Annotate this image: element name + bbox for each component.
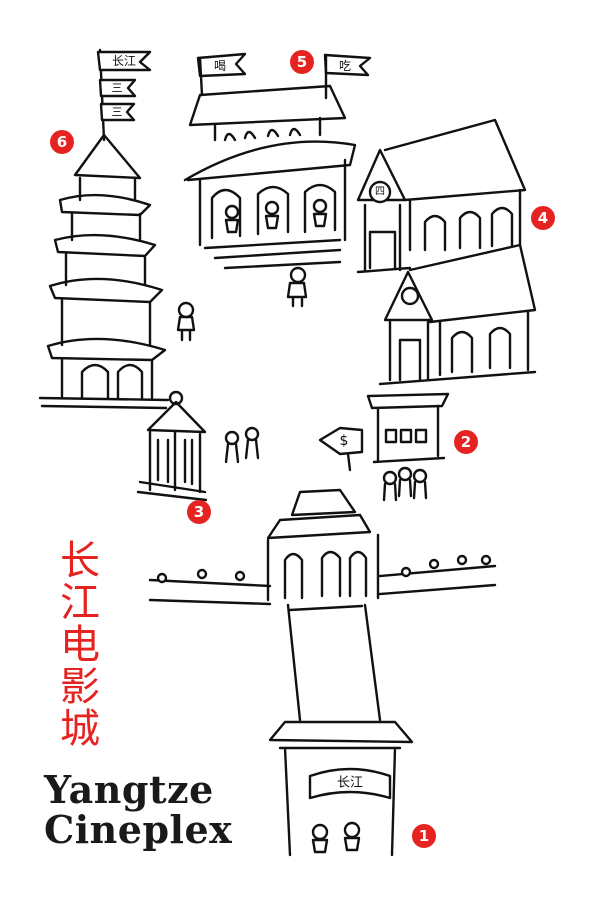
marker-6[interactable]: 6 xyxy=(50,130,74,154)
marker-3-label: 3 xyxy=(194,503,204,521)
pagoda-flag-low-text: 三 xyxy=(112,106,123,119)
marker-2-label: 2 xyxy=(461,433,471,451)
gate-sign-text: 长江 xyxy=(337,776,363,791)
gate-archway-drawing: 长江 xyxy=(268,720,414,857)
pavilion-drawing xyxy=(136,390,260,502)
cinema-halls-drawing: 四 xyxy=(356,118,537,386)
drink-flag-text: 喝 xyxy=(214,59,226,73)
marker-6-label: 6 xyxy=(57,133,67,151)
visitor-figure xyxy=(286,266,308,308)
eat-flag-text: 吃 xyxy=(339,59,351,73)
english-title-line2: Cineplex xyxy=(44,807,233,852)
marker-1[interactable]: 1 xyxy=(412,824,436,848)
marker-5-label: 5 xyxy=(297,53,307,71)
chinese-title-char: 影 xyxy=(60,664,100,710)
pagoda-drawing: 长江 三 三 xyxy=(38,48,170,410)
marker-2[interactable]: 2 xyxy=(454,430,478,454)
english-title: Yangtze Cineplex xyxy=(44,770,232,850)
pagoda-flag-mid-text: 三 xyxy=(112,82,123,95)
marker-4[interactable]: 4 xyxy=(531,206,555,230)
cinema-emblem-text: 四 xyxy=(375,187,385,198)
visitor-figure xyxy=(176,301,196,342)
chinese-title-char: 城 xyxy=(60,706,100,752)
chinese-title-char: 长 xyxy=(60,538,100,584)
gate-tower-drawing xyxy=(148,488,497,722)
marker-4-label: 4 xyxy=(538,209,548,227)
english-title-line1: Yangtze xyxy=(44,767,214,812)
food-hall-drawing: 喝 吃 xyxy=(183,52,372,270)
marker-5[interactable]: 5 xyxy=(290,50,314,74)
ticket-sign-text: $ xyxy=(340,433,349,449)
marker-3[interactable]: 3 xyxy=(187,500,211,524)
chinese-title-char: 电 xyxy=(60,622,100,668)
chinese-title-char: 江 xyxy=(60,580,100,626)
chinese-title: 长 江 电 影 城 xyxy=(52,540,108,750)
pagoda-flag-top-text: 长江 xyxy=(112,54,136,68)
marker-1-label: 1 xyxy=(419,827,429,845)
ticket-office-drawing: $ xyxy=(318,392,450,502)
